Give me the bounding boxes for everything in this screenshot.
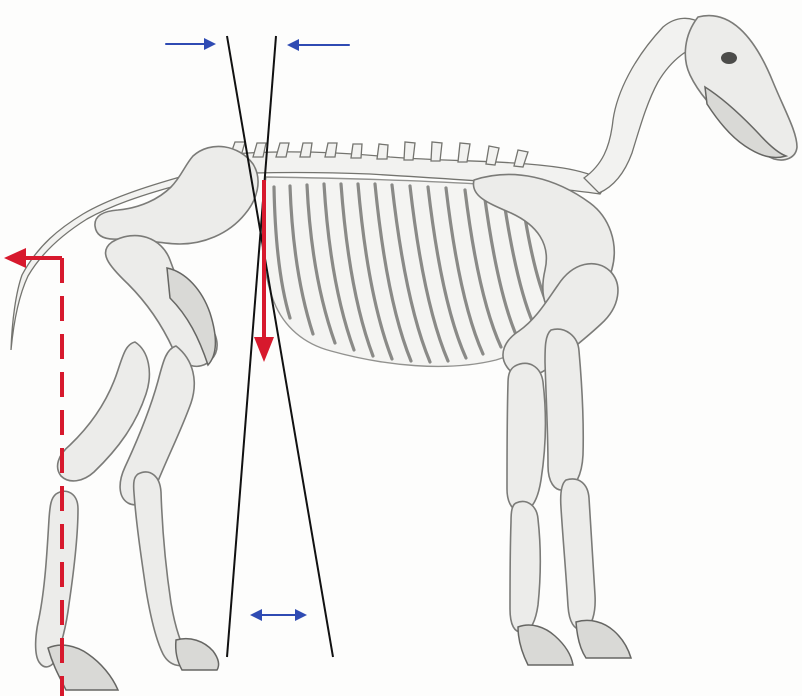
blue-right-arrowhead — [204, 38, 216, 50]
blue-double-arrowhead-left — [250, 609, 262, 621]
front-hoof-right — [576, 620, 631, 658]
red-left-arrowhead — [4, 248, 26, 268]
red-down-arrowhead — [254, 337, 274, 362]
blue-double-arrowhead-right — [295, 609, 307, 621]
blue-left-arrowhead — [287, 39, 299, 51]
pelvis — [95, 146, 258, 244]
front-cannon-left — [510, 501, 540, 632]
hind-cannon-left — [36, 491, 78, 667]
hind-cannon-right — [134, 472, 190, 666]
front-radius-left — [507, 363, 545, 511]
horse-skeleton — [11, 16, 797, 690]
hind-hoof-left — [48, 645, 118, 690]
front-hoof-left — [518, 625, 573, 665]
front-cannon-right — [561, 479, 595, 630]
hind-hoof-right — [176, 639, 219, 670]
front-radius-right — [545, 329, 583, 490]
eye-socket — [721, 52, 737, 64]
